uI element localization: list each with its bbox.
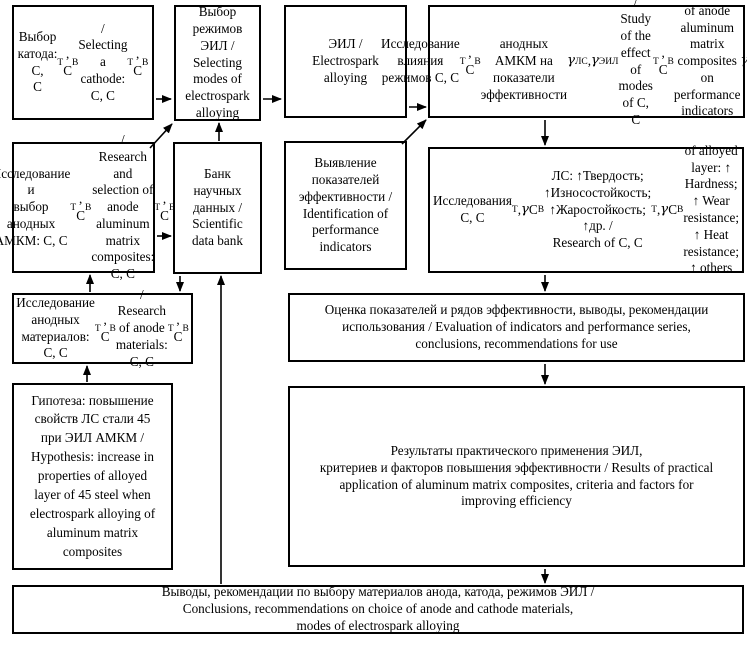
- node-evaluation: Оценка показателей и рядов эффективности…: [288, 293, 745, 362]
- node-conclusions: Выводы, рекомендации по выбору материало…: [12, 584, 744, 634]
- node-practical-results: Результаты практического применения ЭИЛ,…: [288, 386, 745, 567]
